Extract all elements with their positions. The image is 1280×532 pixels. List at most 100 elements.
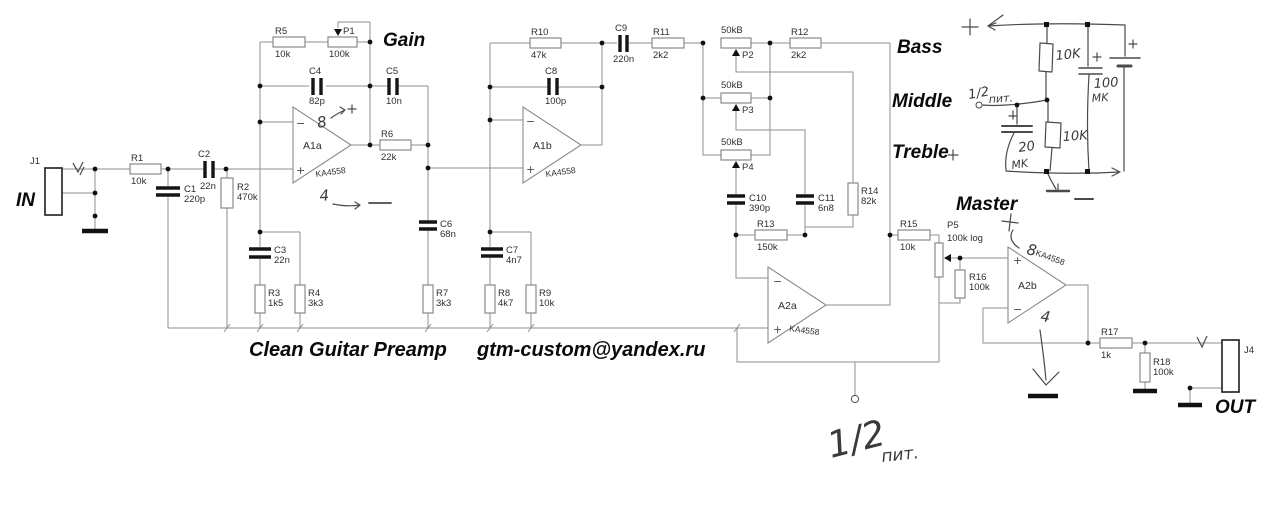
wires-a1a-feedback: [259, 21, 428, 232]
resistor-R18-value: 100k: [1153, 367, 1174, 378]
handwritten-cap-small-value: 20: [1017, 139, 1035, 156]
handwritten-cap-small-unit: MK: [1011, 157, 1030, 172]
resistor-R4-body: [294, 284, 306, 314]
opamp-A1b-symbol: [522, 105, 583, 185]
capacitor-C1-value: 220p: [184, 194, 205, 205]
capacitor-C11-symbol: [796, 194, 814, 205]
opamp-A1b-part: KA4558: [545, 165, 577, 179]
capacitor-C2-ref: C2: [198, 149, 210, 160]
author-email: gtm-custom@yandex.ru: [476, 339, 705, 361]
master-label: Master: [956, 194, 1019, 215]
resistor-R14-ref: R14: [861, 186, 878, 197]
opamp-A2b-inverting-sign: −: [1013, 303, 1022, 316]
capacitor-C3-ref: C3: [274, 245, 286, 256]
pot-P3-value: 50kB: [721, 80, 743, 91]
capacitor-C7-ref: C7: [506, 245, 518, 256]
input-label: IN: [16, 190, 36, 211]
pot-P2-ref: P2: [742, 50, 754, 61]
opamp-A1b-inverting-sign: −: [526, 115, 535, 128]
capacitor-C8-ref: C8: [545, 66, 557, 77]
wires-a1b-feedback: [428, 42, 603, 232]
input-jack-body: [44, 167, 63, 216]
pot-P1-value: 100k: [329, 49, 350, 60]
resistor-R7-ref: R7: [436, 288, 448, 299]
rail-junction-ticks: [223, 323, 741, 333]
resistor-R8-ref: R8: [498, 288, 510, 299]
resistor-R11-value: 2k2: [653, 50, 668, 61]
resistor-R13-body: [754, 229, 788, 241]
output-jack-body: [1221, 339, 1240, 393]
resistor-R12-value: 2k2: [791, 50, 806, 61]
capacitor-C6-symbol: [419, 220, 437, 231]
resistor-R9-body: [525, 284, 537, 314]
schematic-title: Clean Guitar Preamp: [249, 339, 447, 361]
resistor-R15-ref: R15: [900, 219, 917, 230]
capacitor-C10-ref: C10: [749, 193, 766, 204]
handwritten-a1a-pin-notes: 8 4: [316, 104, 392, 210]
capacitor-C7-value: 4n7: [506, 255, 522, 266]
opamp-A1a-noninverting-sign: +: [296, 164, 305, 177]
middle-label: Middle: [892, 91, 953, 112]
opamp-A1a-name: A1a: [303, 140, 322, 152]
resistor-R2-value: 470k: [237, 192, 258, 203]
opamp-A1a-symbol: [292, 105, 353, 185]
gain-label: Gain: [383, 30, 425, 51]
opamp-A2a-symbol: [767, 265, 828, 345]
opamp-A2b-noninverting-sign: +: [1013, 254, 1022, 267]
handwritten-resistor-bottom-value: 10K: [1062, 128, 1090, 145]
resistor-R1-ref: R1: [131, 153, 143, 164]
opamp-A2b-name: A2b: [1018, 280, 1037, 292]
capacitor-C4-ref: C4: [309, 66, 321, 77]
handwritten-half-supply-note: 1/2 пит.: [823, 394, 920, 467]
capacitor-C2-value: 22n: [200, 181, 216, 192]
capacitor-C5-value: 10n: [386, 96, 402, 107]
resistor-R10-body: [529, 37, 562, 49]
capacitor-C9-symbol: [618, 35, 629, 52]
resistor-R5-value: 10k: [275, 49, 291, 60]
resistor-R15-body: [897, 229, 931, 241]
resistor-R2-ref: R2: [237, 182, 249, 193]
pot-P2-value: 50kB: [721, 25, 743, 36]
opamp-A2a-noninverting-sign: +: [773, 323, 782, 336]
resistor-R14-value: 82k: [861, 196, 877, 207]
pot-P3-ref: P3: [742, 105, 754, 116]
output-jack-ref: J4: [1244, 345, 1254, 356]
handwritten-resistor-top-value: 10K: [1055, 46, 1083, 64]
resistor-R17-ref: R17: [1101, 327, 1118, 338]
pot-P3-symbol: [720, 92, 752, 111]
resistor-R7-value: 3k3: [436, 298, 451, 309]
handwritten-a2b-pin8: 8: [1025, 240, 1038, 260]
resistor-R15-value: 10k: [900, 242, 916, 253]
capacitor-C2-symbol: [203, 161, 215, 178]
resistor-R16-ref: R16: [969, 272, 986, 283]
handwritten-half-supply-num: 1/2: [823, 413, 889, 467]
pot-P4-ref: P4: [742, 162, 754, 173]
capacitor-C6-value: 68n: [440, 229, 456, 240]
wires-a1b-output: [581, 42, 703, 146]
opamp-A2b-part: KA4558: [1034, 247, 1066, 267]
resistor-R17-body: [1099, 337, 1133, 349]
resistor-R6-body: [379, 139, 412, 151]
handwritten-power-sketch: 10K 1/2 пит. 20 MK 10K 100 MK: [961, 14, 1141, 190]
handwritten-half-supply-num-small: 1/2: [967, 85, 990, 103]
pot-P2-symbol: [720, 37, 752, 56]
junction-dots: [92, 39, 1193, 391]
opamp-A2a-part: KA4558: [789, 323, 821, 337]
capacitor-C9-ref: C9: [615, 23, 627, 34]
capacitor-C1-ref: C1: [184, 184, 196, 195]
capacitor-C1-symbol: [156, 186, 180, 197]
output-label: OUT: [1215, 397, 1257, 418]
pot-P5-symbol: [934, 242, 951, 278]
wires-a2a: [735, 43, 940, 395]
resistor-R16-body: [954, 269, 966, 299]
resistor-R3-body: [254, 284, 266, 314]
resistor-R16-value: 100k: [969, 282, 990, 293]
resistor-R10-value: 47k: [531, 50, 547, 61]
capacitor-C8-symbol: [547, 78, 559, 95]
resistor-R8-value: 4k7: [498, 298, 513, 309]
resistor-R3-ref: R3: [268, 288, 280, 299]
pot-P4-symbol: [720, 149, 752, 168]
pot-P1-symbol: [327, 29, 358, 48]
resistor-R9-ref: R9: [539, 288, 551, 299]
resistor-R12-body: [789, 37, 822, 49]
